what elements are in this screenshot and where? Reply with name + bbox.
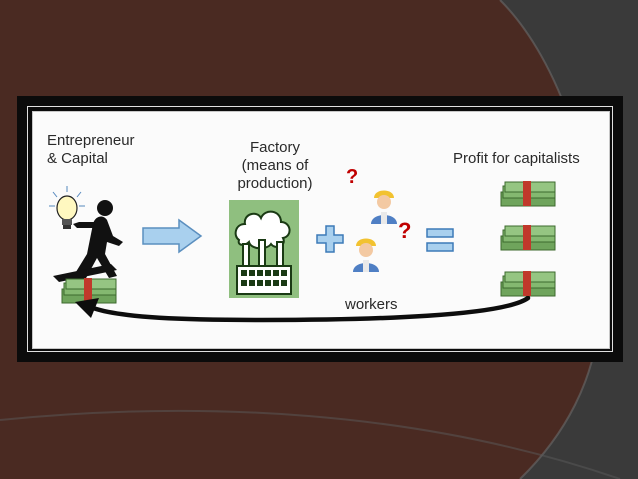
question-mark-2: ?: [398, 218, 412, 243]
entrepreneur-label: Entrepreneur & Capital: [47, 132, 135, 168]
diagram-frame: Entrepreneur & Capital Factory (means of…: [17, 96, 623, 362]
worker-icon: [353, 238, 379, 272]
equals-icon: [426, 228, 454, 252]
profit-label: Profit for capitalists: [453, 150, 580, 167]
diagram-panel: Entrepreneur & Capital Factory (means of…: [32, 111, 610, 349]
money-stack-icon: [500, 271, 556, 297]
question-mark-1: ?: [346, 166, 359, 188]
entrepreneur-lightbulb-icon: [49, 186, 123, 282]
factory-label-line1: Factory: [249, 139, 300, 156]
money-stack-icon: [500, 225, 556, 251]
entrepreneur-label-line1: Entrepreneur: [47, 132, 135, 149]
plus-icon: [316, 225, 344, 253]
workers-label: workers: [345, 296, 398, 313]
return-arrow-icon: [75, 296, 531, 323]
money-stack-icon: [500, 181, 556, 207]
factory-icon: [229, 200, 299, 298]
money-stack-icon: [61, 278, 117, 304]
factory-label: Factory (means of production): [225, 139, 325, 193]
frame-border: [27, 106, 613, 352]
factory-label-line2: (means of: [241, 157, 309, 174]
factory-label-line3: production): [237, 175, 313, 192]
right-arrow-icon: [142, 218, 203, 254]
worker-icon: [371, 190, 397, 224]
entrepreneur-label-line2: & Capital: [47, 150, 108, 167]
